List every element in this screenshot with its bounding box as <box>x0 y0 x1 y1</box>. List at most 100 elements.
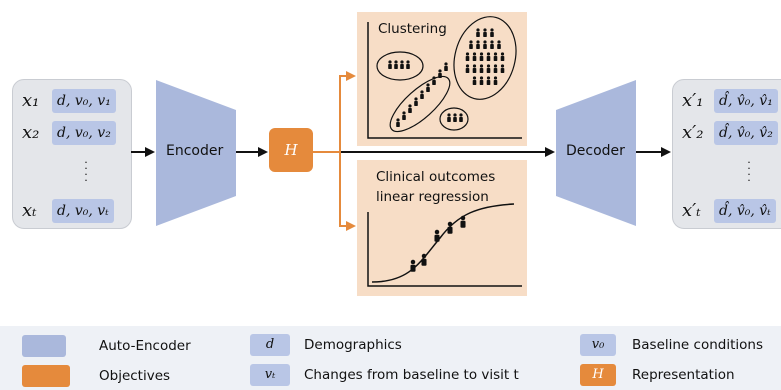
person-icon <box>394 60 398 69</box>
legend-baseline-label: Baseline conditions <box>632 337 763 353</box>
output-row-t: x′ₜ d̂, v̂₀, v̂ₜ <box>682 199 781 223</box>
input-row-1: x₁ d, v₀, v₁ <box>22 89 130 113</box>
regression-curve <box>371 203 515 283</box>
decoder-shape <box>556 80 636 226</box>
person-icon <box>493 52 498 61</box>
regression-title-line2: linear regression <box>376 189 489 205</box>
person-icon <box>460 215 466 228</box>
person-icon <box>486 64 491 73</box>
person-icon <box>476 28 480 37</box>
cluster-ellipse-4 <box>453 16 517 100</box>
clustering-box <box>357 12 527 146</box>
encoder-shape <box>156 80 236 226</box>
person-icon <box>444 62 448 71</box>
person-icon <box>479 64 484 73</box>
person-icon <box>493 64 498 73</box>
person-icon <box>408 104 412 113</box>
regression-axes <box>367 212 522 287</box>
input-features-1: d, v₀, v₁ <box>52 89 116 113</box>
decoder-label: Decoder <box>566 143 625 159</box>
regression-title-line1: Clinical outcomes <box>376 169 496 185</box>
person-icon <box>465 64 470 73</box>
person-icon <box>472 76 477 85</box>
person-icon <box>432 76 436 85</box>
person-icon <box>479 52 484 61</box>
input-features-2: d, v₀, v₂ <box>52 121 116 145</box>
person-icon <box>490 40 494 49</box>
legend-objectives-swatch <box>22 365 70 387</box>
legend-baseline-symbol: v₀ <box>580 334 616 356</box>
person-icon <box>434 229 440 242</box>
person-icon <box>497 40 501 49</box>
legend <box>0 326 781 390</box>
person-icon <box>447 113 451 122</box>
person-icon <box>426 83 430 92</box>
cluster-ellipse-2 <box>389 75 451 133</box>
legend-autoencoder-swatch <box>22 335 66 357</box>
person-icon <box>465 52 470 61</box>
input-x2: x₂ <box>22 122 40 143</box>
regression-people <box>410 215 466 272</box>
input-x1: x₁ <box>22 90 40 111</box>
output-ellipsis: ···· <box>747 156 751 187</box>
person-icon <box>438 69 442 78</box>
person-icon <box>476 40 480 49</box>
person-icon <box>410 259 416 272</box>
person-icon <box>421 253 427 266</box>
person-icon <box>500 52 505 61</box>
output-x1: x′₁ <box>682 90 704 111</box>
legend-changes-symbol: vₜ <box>250 364 290 386</box>
cluster-ellipse-1 <box>376 51 424 81</box>
person-icon <box>453 113 457 122</box>
person-icon <box>406 60 410 69</box>
input-ellipsis: ···· <box>84 156 88 187</box>
input-features-t: d, v₀, vₜ <box>52 199 114 223</box>
person-icon <box>500 64 505 73</box>
person-icon <box>469 40 473 49</box>
input-row-t: xₜ d, v₀, vₜ <box>22 199 130 223</box>
person-icon <box>486 52 491 61</box>
person-icon <box>459 113 463 122</box>
person-icon <box>420 90 424 99</box>
person-icon <box>400 60 404 69</box>
output-features-1: d̂, v̂₀, v̂₁ <box>714 89 778 113</box>
clustering-axes <box>367 22 522 139</box>
output-features-2: d̂, v̂₀, v̂₂ <box>714 121 778 145</box>
person-icon <box>447 221 453 234</box>
legend-objectives-label: Objectives <box>99 368 171 384</box>
legend-representation-label: Representation <box>632 367 735 383</box>
person-icon <box>396 118 400 127</box>
arrow-h-to-clustering <box>313 71 356 153</box>
output-features-t: d̂, v̂₀, v̂ₜ <box>714 199 776 223</box>
legend-demographics-label: Demographics <box>304 337 402 353</box>
person-icon <box>388 60 392 69</box>
person-icon <box>486 76 491 85</box>
cluster-people <box>388 28 505 127</box>
person-icon <box>402 111 406 120</box>
person-icon <box>472 64 477 73</box>
representation-box: H <box>269 128 313 172</box>
person-icon <box>490 28 494 37</box>
legend-demographics-symbol: d <box>250 334 290 356</box>
person-icon <box>472 52 477 61</box>
output-xt: x′ₜ <box>682 200 701 221</box>
legend-changes-label: Changes from baseline to visit t <box>304 367 519 383</box>
output-x2: x′₂ <box>682 122 704 143</box>
person-icon <box>479 76 484 85</box>
regression-box <box>357 160 527 296</box>
legend-autoencoder-label: Auto-Encoder <box>99 338 191 354</box>
output-row-1: x′₁ d̂, v̂₀, v̂₁ <box>682 89 781 113</box>
clustering-title: Clustering <box>378 21 447 37</box>
person-icon <box>483 28 487 37</box>
cluster-ellipse-3 <box>439 107 469 131</box>
encoder-label: Encoder <box>166 143 224 159</box>
person-icon <box>483 40 487 49</box>
legend-representation-symbol: H <box>580 364 616 386</box>
person-icon <box>414 97 418 106</box>
input-row-2: x₂ d, v₀, v₂ <box>22 121 130 145</box>
input-xt: xₜ <box>22 200 37 221</box>
person-icon <box>493 76 498 85</box>
arrow-h-to-regression <box>339 152 356 231</box>
